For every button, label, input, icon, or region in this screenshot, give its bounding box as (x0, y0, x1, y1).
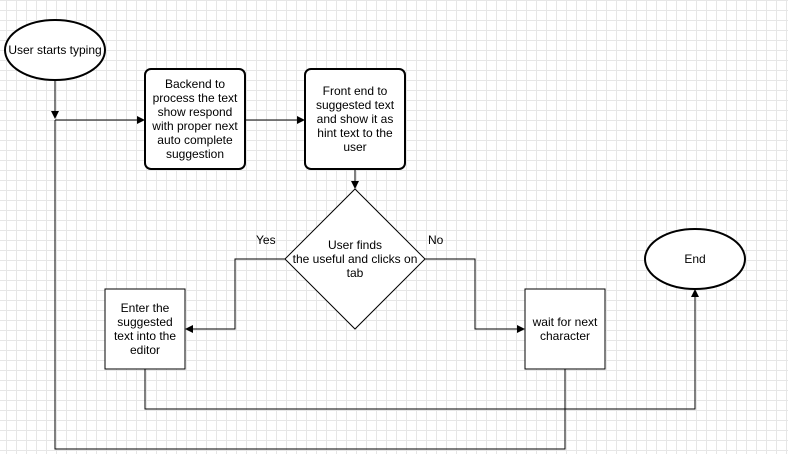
yes-branch-arrow (185, 258, 285, 333)
end-label: End (684, 252, 706, 266)
decision-diamond (284, 188, 426, 330)
backend-box (144, 68, 246, 170)
no-branch-arrow (425, 258, 525, 333)
wait-loop-back-line (54, 120, 566, 450)
no-label: No (428, 233, 444, 247)
frontend-label: Front end to suggested text and show it … (315, 84, 395, 154)
start-label: User starts typing (8, 43, 102, 57)
backend-label: Backend to process the text show respond… (152, 77, 238, 161)
decision-label: User finds the useful and clicks on tab (292, 238, 418, 280)
enter-label: Enter the suggested text into the editor (113, 301, 177, 357)
yes-label: Yes (256, 233, 276, 247)
wait-label: wait for next character (532, 315, 598, 343)
enter-box (104, 288, 186, 370)
enter-to-end-arrow (144, 289, 699, 410)
